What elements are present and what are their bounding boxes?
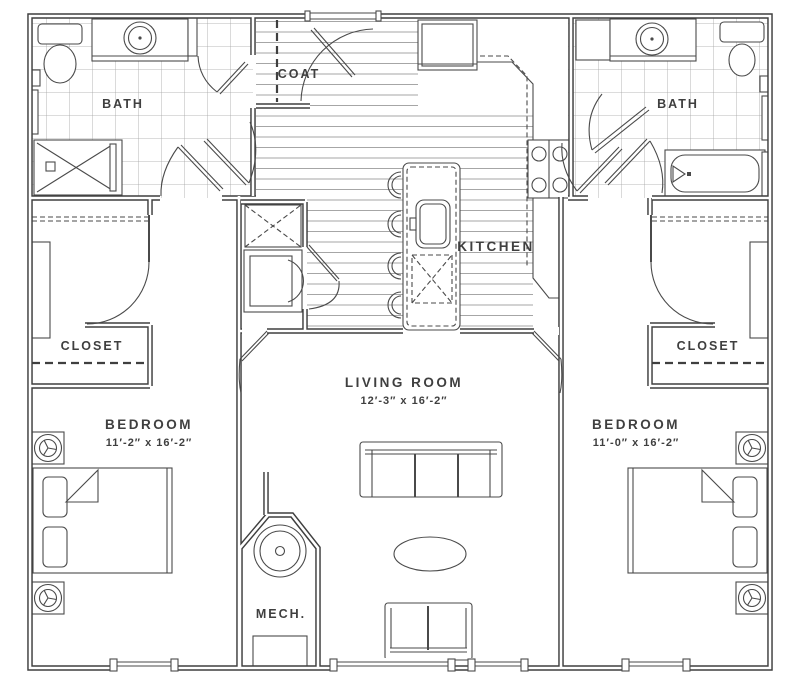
coffee-table: [393, 536, 467, 572]
entry-door: [300, 10, 382, 102]
living-room-dimensions: 12′-3″ x 16′-2″: [360, 395, 447, 407]
washer-dryer: [243, 204, 304, 313]
pillow: [732, 476, 758, 518]
closet-right-label: CLOSET: [677, 339, 740, 353]
bar-stools: [387, 171, 402, 319]
closet-left-label: CLOSET: [61, 339, 124, 353]
bedroom-left-hall-doors: [160, 121, 257, 197]
washer: [243, 249, 303, 313]
bed-right: [627, 467, 768, 574]
ceiling-light: [31, 581, 65, 615]
laundry-door: [306, 244, 340, 310]
tub-faucet: [672, 164, 686, 184]
bath-right-door: [588, 93, 650, 154]
kitchen-island: [402, 162, 461, 331]
closet-right-door: [650, 215, 714, 325]
windows: [109, 658, 691, 672]
stove: [527, 139, 571, 199]
labels: BATH BATH COAT KITCHEN CLOSET CLOSET LIV…: [61, 67, 740, 621]
toilet-tank-right: [719, 21, 765, 43]
bedroom-left-dimensions: 11′-2″ x 16′-2″: [106, 437, 192, 449]
dresser-right: [749, 241, 769, 339]
shower: [33, 139, 123, 196]
window: [467, 658, 529, 672]
doors: [86, 10, 714, 394]
bath-right-label: BATH: [657, 97, 699, 111]
wall-stub: [187, 15, 198, 57]
linen-cabinet: [575, 19, 611, 61]
bedroom-left-label: BEDROOM: [105, 417, 193, 432]
living-room: [359, 441, 503, 661]
living-room-label: LIVING ROOM: [345, 375, 463, 390]
kitchen-label: KITCHEN: [457, 239, 535, 254]
bedroom-right-hall-doors: [561, 138, 664, 194]
closet-left-door: [86, 215, 150, 325]
sheet-fold: [64, 468, 99, 503]
toilet-bowl-right: [728, 43, 756, 77]
window: [621, 658, 691, 672]
ceiling-light: [735, 431, 769, 465]
sheet-fold: [701, 468, 736, 503]
door-swing: [300, 28, 374, 102]
window: [109, 658, 179, 672]
bath-left-door: [197, 55, 249, 95]
loveseat: [384, 602, 473, 661]
dishwasher: [411, 254, 453, 304]
closet-left: [31, 216, 148, 365]
bath-left: [29, 15, 198, 196]
bed-left: [32, 467, 173, 574]
bedroom-right-label: BEDROOM: [592, 417, 680, 432]
living-right-door: [531, 327, 563, 394]
dresser-left: [31, 241, 51, 339]
water-heater: [253, 524, 307, 578]
bath-left-label: BATH: [102, 97, 144, 111]
walls: [27, 13, 773, 671]
shower-door: [109, 143, 117, 192]
ceiling-light: [31, 431, 65, 465]
bathtub: [664, 149, 766, 198]
bedroom-right-dimensions: 11′-0″ x 16′-2″: [593, 437, 679, 449]
bedroom-left: [31, 431, 173, 615]
toilet-tank: [37, 23, 83, 45]
pillow: [732, 526, 758, 568]
bedroom-right: [627, 431, 769, 615]
window: [329, 658, 456, 672]
bath-right: [575, 18, 771, 199]
kitchen: [387, 19, 571, 331]
living-left-door: [238, 327, 270, 394]
refrigerator: [417, 19, 478, 71]
mech-door: [252, 635, 308, 669]
mech-label: MECH.: [256, 607, 306, 621]
pillow: [42, 476, 68, 518]
pillow: [42, 526, 68, 568]
ceiling-light: [735, 581, 769, 615]
mech-room: [252, 524, 308, 669]
sofa: [359, 441, 503, 498]
coat-label: COAT: [278, 67, 321, 81]
toilet-bowl: [43, 44, 77, 84]
